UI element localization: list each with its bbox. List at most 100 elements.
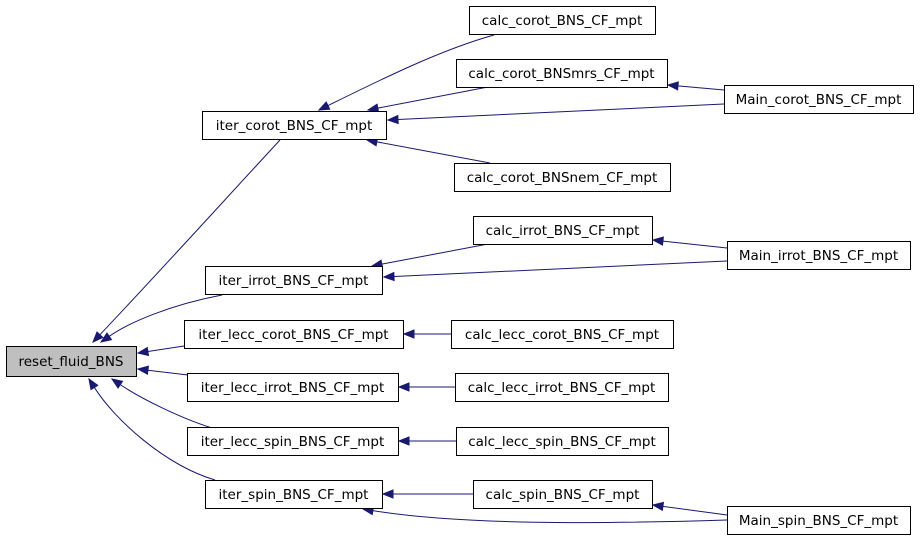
node-Main_irrot_BNS_CF_mpt[interactable]: Main_irrot_BNS_CF_mpt xyxy=(727,241,911,270)
edge-calc_irrot_BNS_CF_mpt-to-iter_irrot_BNS_CF_mpt xyxy=(370,243,489,269)
arrowhead-icon xyxy=(366,103,380,113)
edge-line xyxy=(147,369,189,376)
arrowhead-icon xyxy=(651,236,664,246)
arrowhead-icon xyxy=(99,332,113,343)
node-label: calc_irrot_BNS_CF_mpt xyxy=(486,223,640,239)
node-box xyxy=(187,427,399,456)
node-iter_spin_BNS_CF_mpt[interactable]: iter_spin_BNS_CF_mpt xyxy=(205,480,383,509)
edge-Main_corot_BNS_CF_mpt-to-calc_corot_BNSmrs_CF_mpt xyxy=(666,81,725,91)
edge-line xyxy=(93,387,216,481)
edge-Main_irrot_BNS_CF_mpt-to-calc_irrot_BNS_CF_mpt xyxy=(651,236,728,249)
node-iter_lecc_spin_BNS_CF_mpt[interactable]: iter_lecc_spin_BNS_CF_mpt xyxy=(187,427,399,456)
node-label: calc_corot_BNSnem_CF_mpt xyxy=(467,170,658,186)
edge-line xyxy=(327,34,495,107)
arrowhead-icon xyxy=(666,81,679,91)
arrowhead-icon xyxy=(88,377,99,391)
node-calc_lecc_spin_BNS_CF_mpt[interactable]: calc_lecc_spin_BNS_CF_mpt xyxy=(456,427,669,456)
arrowhead-icon xyxy=(397,436,410,446)
edge-iter_corot_BNS_CF_mpt-to-reset_fluid_BNS xyxy=(92,139,281,343)
arrowhead-icon xyxy=(136,346,150,357)
edge-Main_corot_BNS_CF_mpt-to-iter_corot_BNS_CF_mpt xyxy=(386,103,725,125)
edge-line xyxy=(108,294,223,337)
edge-calc_corot_BNSmrs_CF_mpt-to-iter_corot_BNS_CF_mpt xyxy=(366,86,489,113)
node-iter_irrot_BNS_CF_mpt[interactable]: iter_irrot_BNS_CF_mpt xyxy=(205,266,383,295)
nodes-layer: reset_fluid_BNS iter_corot_BNS_CF_mptiter… xyxy=(6,6,914,535)
edge-line xyxy=(397,103,725,121)
node-label: reset_fluid_BNS xyxy=(18,354,123,370)
edge-line xyxy=(377,86,489,109)
node-box xyxy=(187,373,399,402)
node-box xyxy=(205,266,383,295)
edge-Main_spin_BNS_CF_mpt-to-calc_spin_BNS_CF_mpt xyxy=(651,501,728,516)
edge-Main_spin_BNS_CF_mpt-to-iter_spin_BNS_CF_mpt xyxy=(361,506,728,524)
node-box xyxy=(727,241,911,270)
node-calc_corot_BNS_CF_mpt[interactable]: calc_corot_BNS_CF_mpt xyxy=(469,6,656,35)
node-iter_lecc_irrot_BNS_CF_mpt[interactable]: iter_lecc_irrot_BNS_CF_mpt xyxy=(187,373,399,402)
arrowhead-icon xyxy=(110,378,124,389)
edge-line xyxy=(677,85,725,91)
edge-line xyxy=(393,260,728,278)
node-label: calc_corot_BNSmrs_CF_mpt xyxy=(468,66,654,82)
node-label: iter_corot_BNS_CF_mpt xyxy=(216,118,373,134)
arrowhead-icon xyxy=(397,382,410,392)
arrowhead-icon xyxy=(92,331,104,343)
node-label: iter_spin_BNS_CF_mpt xyxy=(219,487,369,503)
node-box xyxy=(469,6,656,35)
node-box xyxy=(473,216,653,245)
edge-iter_lecc_corot_BNS_CF_mpt-to-reset_fluid_BNS xyxy=(136,345,185,357)
node-box xyxy=(451,320,674,349)
node-box xyxy=(455,373,669,402)
arrowhead-icon xyxy=(402,329,415,339)
node-label: Main_irrot_BNS_CF_mpt xyxy=(739,248,898,264)
node-reset_fluid_BNS[interactable]: reset_fluid_BNS xyxy=(6,346,137,377)
node-label: calc_lecc_corot_BNS_CF_mpt xyxy=(465,327,659,343)
arrowhead-icon xyxy=(386,114,399,125)
arrowhead-icon xyxy=(136,365,149,375)
node-box xyxy=(456,59,668,88)
node-Main_spin_BNS_CF_mpt[interactable]: Main_spin_BNS_CF_mpt xyxy=(727,506,911,535)
node-box xyxy=(454,163,671,192)
edge-calc_lecc_irrot_BNS_CF_mpt-to-iter_lecc_irrot_BNS_CF_mpt xyxy=(397,382,455,392)
node-box xyxy=(202,111,387,140)
node-label: calc_lecc_irrot_BNS_CF_mpt xyxy=(468,380,656,396)
edge-calc_corot_BNSnem_CF_mpt-to-iter_corot_BNS_CF_mpt xyxy=(365,137,491,164)
node-calc_corot_BNSnem_CF_mpt[interactable]: calc_corot_BNSnem_CF_mpt xyxy=(454,163,671,192)
node-calc_lecc_corot_BNS_CF_mpt[interactable]: calc_lecc_corot_BNS_CF_mpt xyxy=(451,320,674,349)
edge-line xyxy=(147,345,185,352)
arrowhead-icon xyxy=(651,501,665,512)
node-box xyxy=(184,320,404,349)
arrowhead-icon xyxy=(382,271,395,282)
edge-calc_corot_BNS_CF_mpt-to-iter_corot_BNS_CF_mpt xyxy=(317,34,495,111)
node-box xyxy=(456,427,669,456)
node-label: calc_lecc_spin_BNS_CF_mpt xyxy=(468,434,656,450)
edges-layer xyxy=(88,34,728,524)
node-box xyxy=(473,480,653,509)
node-box xyxy=(724,85,914,114)
edge-calc_spin_BNS_CF_mpt-to-iter_spin_BNS_CF_mpt xyxy=(381,489,473,499)
node-box xyxy=(6,346,137,377)
edge-line xyxy=(381,243,489,265)
edge-line xyxy=(662,505,728,516)
arrowhead-icon xyxy=(381,489,394,499)
node-calc_lecc_irrot_BNS_CF_mpt[interactable]: calc_lecc_irrot_BNS_CF_mpt xyxy=(455,373,669,402)
edge-line xyxy=(376,141,491,164)
node-iter_corot_BNS_CF_mpt[interactable]: iter_corot_BNS_CF_mpt xyxy=(202,111,387,140)
edge-iter_lecc_irrot_BNS_CF_mpt-to-reset_fluid_BNS xyxy=(136,365,189,376)
arrowhead-icon xyxy=(317,101,331,111)
node-Main_corot_BNS_CF_mpt[interactable]: Main_corot_BNS_CF_mpt xyxy=(724,85,914,114)
node-calc_corot_BNSmrs_CF_mpt[interactable]: calc_corot_BNSmrs_CF_mpt xyxy=(456,59,668,88)
edge-iter_irrot_BNS_CF_mpt-to-reset_fluid_BNS xyxy=(99,294,223,343)
node-box xyxy=(205,480,383,509)
node-iter_lecc_corot_BNS_CF_mpt[interactable]: iter_lecc_corot_BNS_CF_mpt xyxy=(184,320,404,349)
edge-iter_spin_BNS_CF_mpt-to-reset_fluid_BNS xyxy=(88,377,216,481)
node-label: Main_corot_BNS_CF_mpt xyxy=(736,92,902,108)
node-calc_spin_BNS_CF_mpt[interactable]: calc_spin_BNS_CF_mpt xyxy=(473,480,653,509)
edge-line xyxy=(662,240,728,249)
node-label: calc_corot_BNS_CF_mpt xyxy=(482,13,643,29)
node-calc_irrot_BNS_CF_mpt[interactable]: calc_irrot_BNS_CF_mpt xyxy=(473,216,653,245)
node-label: iter_irrot_BNS_CF_mpt xyxy=(219,273,369,289)
edge-line xyxy=(99,139,281,336)
node-label: Main_spin_BNS_CF_mpt xyxy=(739,513,898,529)
